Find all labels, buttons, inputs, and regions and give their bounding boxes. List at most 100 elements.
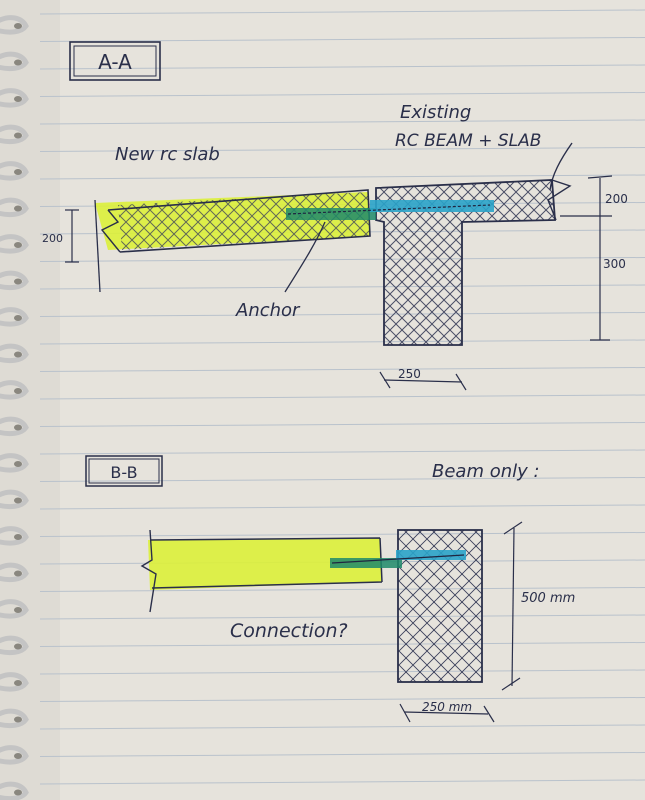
ruled-line	[39, 257, 645, 262]
ruled-line	[39, 587, 645, 592]
spiral-ring	[0, 15, 29, 35]
bb-new-slab-break	[140, 529, 157, 613]
dim-bottom-tick-left-aa	[379, 371, 391, 389]
ruled-line	[39, 697, 645, 702]
bb-dim-right-tick-top	[503, 521, 523, 535]
dim-beam-width-bb: 250 mm	[422, 700, 472, 714]
anchor-bar-blue	[370, 200, 494, 212]
bb-new-slab-highlight	[148, 538, 382, 590]
spiral-ring	[0, 562, 29, 583]
dim-beam-width-aa: 250	[398, 367, 421, 381]
spiral-ring	[0, 197, 29, 218]
ruled-lines	[39, 9, 645, 785]
spiral-ring	[0, 635, 29, 656]
spiral-ring	[0, 489, 29, 510]
spiral-hole	[14, 461, 22, 467]
bb-dim-bottom-line	[403, 711, 489, 715]
ruled-line	[39, 174, 645, 180]
spiral-ring	[0, 380, 29, 400]
ruled-line	[39, 669, 645, 675]
ruled-line	[39, 284, 645, 290]
section-bb: B-B Beam only : Connection? 500 mm 250 m…	[85, 455, 575, 723]
ruled-line	[39, 477, 645, 482]
spiral-hole	[14, 132, 22, 139]
ruled-line	[39, 37, 645, 42]
spiral-ring	[0, 672, 29, 692]
spiral-hole	[14, 607, 22, 613]
anchor-bar-ink	[287, 204, 491, 215]
ruled-line	[39, 367, 645, 372]
dim-slab-right: 200	[605, 192, 628, 206]
section-bb-title-box	[85, 455, 163, 487]
spiral-hole	[14, 205, 22, 212]
existing-slab-beam	[375, 179, 556, 346]
anchor-leader-line	[284, 221, 326, 293]
spiral-hole	[14, 643, 22, 650]
ruled-line	[39, 532, 645, 537]
spiral-ring	[0, 307, 29, 327]
spiral-ring	[0, 343, 29, 364]
bb-bar-blue	[396, 550, 466, 560]
ruled-line	[39, 64, 645, 70]
dim-slab-left: 200	[42, 232, 63, 245]
dim-beam-depth-aa: 300	[603, 257, 626, 271]
spiral-hole	[14, 424, 22, 431]
spiral-hole	[14, 315, 22, 321]
connection-label: Connection?	[230, 620, 348, 642]
spiral-ring	[0, 453, 29, 473]
spiral-ring	[0, 416, 29, 437]
ruled-line	[39, 642, 645, 647]
spiral-ring	[0, 161, 29, 181]
spiral-ring	[0, 526, 29, 546]
spiral-hole	[14, 753, 22, 759]
spiral-hole	[14, 242, 22, 248]
spiral-hole	[14, 59, 22, 66]
spiral-hole	[14, 23, 22, 29]
spiral-hole	[14, 716, 22, 723]
ruled-line	[39, 394, 645, 400]
ruled-line	[39, 422, 645, 427]
ruled-line	[39, 614, 645, 620]
new-slab-break-line	[100, 209, 121, 253]
dim-bottom-line-aa	[383, 379, 463, 383]
new-slab-hatch	[118, 192, 370, 250]
spiral-ring	[0, 51, 29, 72]
ruled-line	[39, 147, 645, 152]
spiral-hole	[14, 278, 22, 285]
spiral-ring	[0, 124, 29, 145]
existing-slab-break	[547, 179, 572, 221]
ruled-line	[39, 779, 645, 785]
spiral-hole	[14, 680, 22, 686]
existing-label-line1: Existing	[400, 102, 471, 123]
bb-dim-bottom-tick-right	[483, 705, 495, 723]
bb-bar-ink	[331, 554, 465, 564]
ruled-line	[39, 449, 645, 455]
dim-right-tick-1	[587, 175, 613, 179]
section-aa: A-A New rc slab Existing RC BEAM + SLAB …	[42, 41, 628, 391]
existing-label-line2: RC BEAM + SLAB	[395, 131, 541, 151]
spiral-ring	[0, 88, 29, 108]
ruled-line	[39, 339, 645, 345]
section-bb-title: B-B	[110, 463, 137, 482]
ruled-line	[39, 504, 645, 510]
spiral-hole	[14, 497, 22, 504]
ruled-line	[39, 312, 645, 317]
paper-shade	[0, 0, 60, 800]
spiral-hole	[14, 789, 22, 796]
bb-dim-right-tick-bottom	[501, 677, 521, 691]
spiral-binding	[0, 15, 29, 800]
spiral-hole	[14, 169, 22, 175]
bb-dim-bottom-tick-left	[399, 703, 411, 723]
new-slab-label: New rc slab	[115, 144, 220, 165]
new-slab-edge-left	[94, 199, 101, 293]
ruled-line	[39, 92, 645, 97]
spiral-hole	[14, 534, 22, 540]
section-aa-title-box	[69, 41, 161, 81]
section-aa-title-box-inner	[73, 45, 157, 77]
spiral-ring	[0, 234, 29, 254]
spiral-hole	[14, 388, 22, 394]
dim-bottom-tick-right-aa	[455, 373, 467, 391]
ruled-line	[39, 724, 645, 730]
spiral-ring	[0, 781, 29, 800]
